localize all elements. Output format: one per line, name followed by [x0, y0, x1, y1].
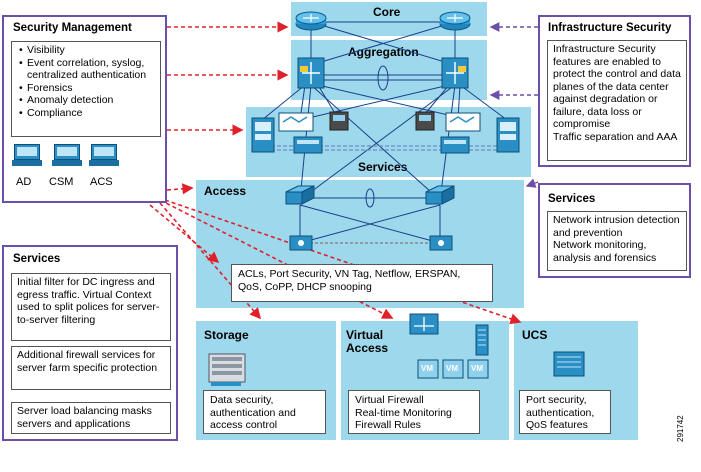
services-title: Services: [358, 160, 408, 174]
port-channel-ovals: [365, 65, 389, 208]
ids-sensor-right: [415, 111, 435, 131]
vm-label-1: VM: [421, 364, 433, 373]
vm-label-3: VM: [471, 364, 483, 373]
services-chassis-left: [251, 117, 275, 153]
virtual-server-icon: [475, 324, 489, 356]
services-right-title: Services: [548, 193, 596, 205]
virtual-box-line2: Real-time Monitoring: [355, 406, 452, 419]
sm-item-anomaly: Anomaly detection: [19, 94, 155, 107]
security-management-title: Security Management: [13, 22, 132, 34]
core-router-right: [439, 11, 471, 31]
infrastructure-security-text: Infrastructure Security features are ena…: [553, 43, 681, 130]
services-right-line2: Network monitoring, analysis and forensi…: [553, 239, 657, 264]
services-left-box2: Additional firewall services for server …: [11, 346, 171, 390]
core-router-left: [295, 11, 327, 31]
sm-item-forensics: Forensics: [19, 82, 155, 95]
vm-label-2: VM: [446, 364, 458, 373]
sm-item-compliance: Compliance: [19, 107, 155, 120]
core-title: Core: [373, 5, 401, 19]
infra-links: [489, 22, 539, 188]
vm-icons: [417, 359, 489, 379]
services-left-title: Services: [13, 253, 61, 265]
services-right-box: Network intrusion detection and preventi…: [547, 211, 687, 271]
sm-item-visibility: Visibility: [19, 44, 155, 57]
services-right-line1: Network intrusion detection and preventi…: [553, 214, 680, 239]
console-label-ad: AD: [16, 176, 32, 188]
services-left-panel: Services Initial filter for DC ingress a…: [2, 245, 178, 441]
console-icon-ad: [12, 144, 42, 166]
infrastructure-security-box: Infrastructure Security features are ena…: [547, 40, 687, 161]
virtual-access-title-1: Virtual: [346, 328, 384, 342]
services-switch-left: [278, 112, 314, 132]
access-title: Access: [204, 184, 247, 198]
access-switch-left: [285, 185, 315, 205]
services-switch-right: [445, 112, 481, 132]
figure-number: 291742: [676, 415, 685, 442]
services-left-box1: Initial filter for DC ingress and egress…: [11, 273, 171, 341]
aggregation-switch-right: [441, 57, 469, 89]
infrastructure-security-text2: Traffic separation and AAA: [553, 130, 678, 143]
services-left-box3: Server load balancing masks servers and …: [11, 402, 171, 434]
console-icon-acs: [89, 144, 119, 166]
services-module-left: [293, 136, 323, 154]
sm-item-event-correlation: Event correlation, syslog, centralized a…: [19, 57, 155, 82]
fabric-extender-right: [429, 235, 453, 251]
infrastructure-security-title: Infrastructure Security: [548, 22, 672, 34]
virtual-access-title-2: Access: [346, 341, 389, 355]
console-icon-csm: [52, 144, 82, 166]
fabric-extender-left: [289, 235, 313, 251]
ucs-chassis-icon: [553, 351, 585, 377]
storage-security-box: Data security, authentication and access…: [203, 390, 326, 434]
ucs-features-box: Port security, authentication, QoS featu…: [519, 390, 611, 434]
infrastructure-security-panel: Infrastructure Security Infrastructure S…: [538, 15, 691, 167]
storage-array-icon: [208, 353, 246, 386]
virtual-access-box: Virtual Firewall Real-time Monitoring Fi…: [348, 390, 480, 434]
virtual-box-line1: Virtual Firewall: [355, 394, 424, 406]
storage-title: Storage: [204, 328, 249, 342]
services-module-right: [440, 136, 470, 154]
security-management-list-box: Visibility Event correlation, syslog, ce…: [11, 41, 161, 137]
console-label-csm: CSM: [49, 176, 74, 188]
virtual-box-line3: Firewall Rules: [355, 419, 421, 431]
ids-sensor-left: [329, 111, 349, 131]
ucs-title: UCS: [522, 328, 548, 342]
services-chassis-right: [496, 117, 520, 153]
access-switch-right: [425, 185, 455, 205]
access-features-box: ACLs, Port Security, VN Tag, Netflow, ER…: [231, 264, 493, 302]
console-label-acs: ACS: [90, 176, 113, 188]
services-right-panel: Services Network intrusion detection and…: [538, 183, 691, 278]
virtual-switch-icon: [409, 313, 439, 335]
topology-links: [261, 21, 508, 244]
security-management-panel: Security Management Visibility Event cor…: [2, 15, 167, 203]
aggregation-switch-left: [297, 57, 325, 89]
